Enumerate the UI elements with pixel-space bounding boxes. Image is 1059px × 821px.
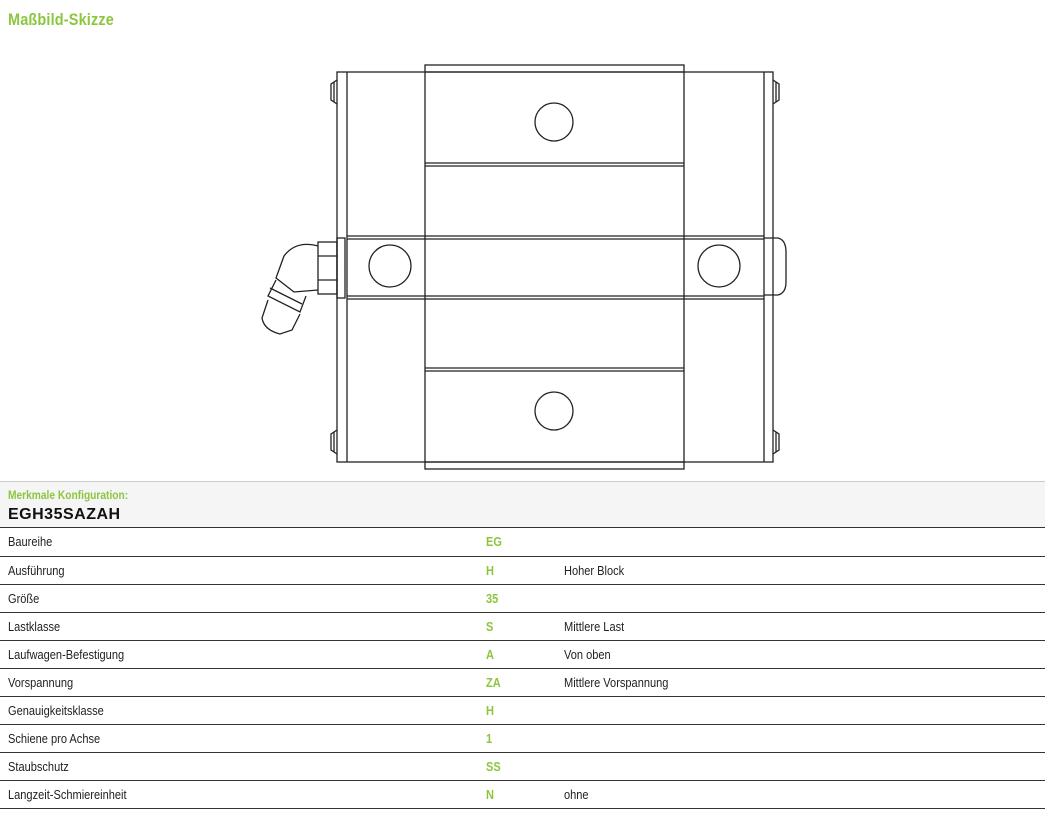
spec-code: H: [486, 702, 494, 718]
spec-code: H: [486, 562, 494, 578]
spec-name: Ausführung: [8, 562, 65, 578]
table-row: Staubschutz SS: [0, 752, 1045, 781]
spec-name: Lastklasse: [8, 618, 61, 634]
spec-name: Laufwagen-Befestigung: [8, 646, 125, 662]
mounting-hole: [697, 244, 741, 288]
spec-name: Genauigkeitsklasse: [8, 702, 104, 718]
config-code: EGH35SAZAH: [8, 506, 121, 523]
table-row: Baureihe EG: [0, 528, 1045, 557]
spec-name: Baureihe: [8, 534, 53, 550]
config-label: Merkmale Konfiguration:: [8, 488, 129, 502]
mounting-hole: [534, 102, 574, 142]
spec-code: A: [486, 646, 494, 662]
spec-name: Schiene pro Achse: [8, 730, 101, 746]
table-row: Vorspannung ZA Mittlere Vorspannung: [0, 668, 1045, 697]
table-row: Laufwagen-Befestigung A Von oben: [0, 640, 1045, 669]
mounting-hole: [534, 391, 574, 431]
spec-description: Mittlere Last: [564, 618, 625, 634]
spec-name: Größe: [8, 590, 40, 606]
spec-name: Staubschutz: [8, 758, 69, 774]
spec-description: Hoher Block: [564, 562, 625, 578]
page-title: Maßbild-Skizze: [8, 10, 114, 29]
mounting-hole: [368, 244, 412, 288]
block-body: [336, 71, 774, 463]
table-row: Genauigkeitsklasse H: [0, 696, 1045, 725]
spec-description: Mittlere Vorspannung: [564, 674, 669, 690]
spec-code: N: [486, 786, 494, 802]
spec-code: 35: [486, 590, 499, 606]
spec-code: 1: [486, 730, 493, 746]
dimension-drawing: [261, 64, 787, 470]
spec-code: EG: [486, 534, 502, 550]
end-seal: [764, 237, 787, 296]
spec-code: ZA: [486, 674, 501, 690]
grease-nipple: [261, 237, 346, 335]
table-row: Lastklasse S Mittlere Last: [0, 612, 1045, 641]
rail: [424, 64, 685, 470]
spec-description: ohne: [564, 786, 589, 802]
table-row: Größe 35: [0, 584, 1045, 613]
table-row: Schiene pro Achse 1: [0, 724, 1045, 753]
spec-name: Vorspannung: [8, 674, 74, 690]
spec-code: S: [486, 618, 494, 634]
config-header: Merkmale Konfiguration: EGH35SAZAH: [0, 481, 1045, 528]
spec-description: Von oben: [564, 646, 611, 662]
table-row: Ausführung H Hoher Block: [0, 556, 1045, 585]
spec-name: Langzeit-Schmiereinheit: [8, 786, 127, 802]
spec-code: SS: [486, 758, 501, 774]
